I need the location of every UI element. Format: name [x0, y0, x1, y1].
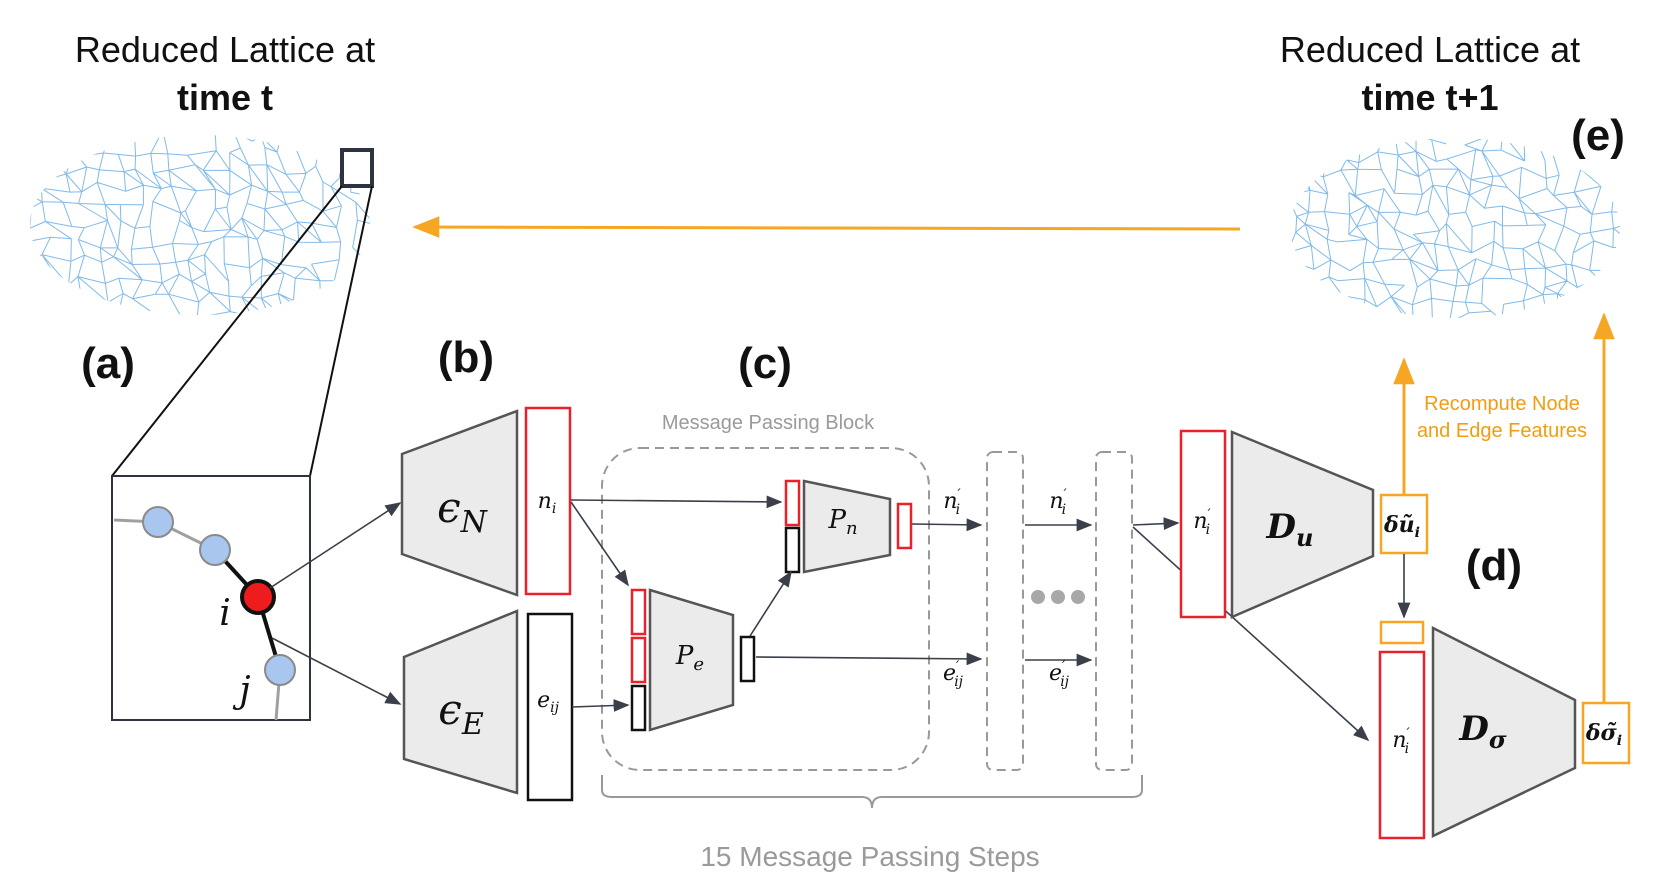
arrow-to-edge-encoder [271, 637, 402, 705]
recompute-label-line2: and Edge Features [1417, 420, 1587, 442]
edge-feature-label: eij [537, 688, 560, 716]
return-arrow [412, 216, 1241, 238]
lattice-mesh [30, 135, 370, 315]
node-encoder: ϵN [400, 409, 519, 597]
du-input-vector [1179, 429, 1227, 619]
lattice-mesh [1290, 138, 1620, 318]
panel-label-d: (d) [1466, 541, 1522, 590]
arrow-to-node-encoder [269, 502, 402, 589]
dsigma-input-label: n′i [1392, 726, 1410, 757]
steps-label: 15 Message Passing Steps [700, 841, 1039, 872]
arrow-pn-out [911, 518, 983, 532]
arrow-ni-to-pe [570, 501, 629, 587]
message-block-label: Message Passing Block [662, 412, 875, 434]
label-e-prime-1: e′ij [943, 659, 964, 690]
pe-output-edge [739, 635, 756, 683]
ellipsis-dot [1031, 590, 1045, 604]
zoom-line-right [309, 185, 373, 477]
step-column-2 [986, 451, 1024, 771]
node-encoder-label: ϵN [437, 483, 489, 540]
title-left-line1: Reduced Lattice at [75, 29, 375, 70]
ellipsis-dot [1051, 590, 1065, 604]
edge-encoder: ϵE [402, 609, 519, 795]
lattice-time-t-plus-1 [1290, 138, 1620, 318]
pe-input-node-j [630, 636, 647, 684]
title-left-line2: time t [177, 77, 273, 118]
arrow-to-dsigma-input [1132, 526, 1370, 742]
panel-label-a: (a) [81, 339, 135, 388]
steps-brace [601, 775, 1143, 809]
du-output-label: δũi [1383, 512, 1420, 541]
arrow-pe-to-pn [749, 570, 792, 637]
node-feature-vector [524, 406, 572, 596]
edge-processor-label: Pe [675, 641, 704, 675]
panel-label-b: (b) [438, 333, 494, 382]
edge-processor [648, 588, 735, 732]
zoom-box [340, 148, 374, 188]
arrow-eij-to-pe [571, 699, 630, 712]
title-right-line1: Reduced Lattice at [1280, 29, 1580, 70]
recompute-label-line1: Recompute Node [1424, 393, 1580, 415]
lattice-time-t [30, 135, 370, 315]
graph-node-j [264, 654, 296, 686]
pn-input-node [784, 479, 801, 527]
title-right-line2: time t+1 [1361, 77, 1498, 118]
arrow-to-du-input [1132, 517, 1180, 531]
graph-node-i [240, 579, 276, 615]
du-input-label: n′i [1193, 507, 1211, 538]
graph-node [142, 506, 174, 538]
dsigma-input-du [1379, 620, 1425, 645]
du-output [1379, 493, 1429, 555]
dsigma-input-vector [1378, 650, 1426, 840]
panel-label-c: (c) [738, 339, 792, 388]
stress-decoder-label: Dσ [1458, 709, 1506, 754]
dsigma-output [1581, 701, 1631, 765]
zoom-inset: i j [111, 475, 311, 721]
label-n-prime-2: n′i [1049, 487, 1067, 518]
ellipsis-dot [1071, 590, 1085, 604]
edge-encoder-label: ϵE [438, 685, 484, 742]
node-feature-label: ni [538, 489, 557, 517]
node-label-i: i [219, 593, 231, 634]
displacement-decoder-label: Du [1266, 507, 1314, 552]
pe-input-node-i [630, 588, 647, 636]
node-processor-label: Pn [827, 505, 857, 539]
zoom-line-left [111, 185, 343, 477]
pn-output-node [896, 502, 913, 550]
label-e-prime-2: e′ij [1049, 659, 1070, 690]
displacement-decoder [1230, 430, 1375, 619]
stress-decoder [1431, 625, 1577, 838]
node-processor [802, 479, 892, 574]
graph-node [199, 534, 231, 566]
message-passing-block [601, 447, 930, 771]
pe-input-edge [630, 684, 647, 732]
dsigma-output-label: δσ̃i [1585, 720, 1622, 749]
panel-label-e: (e) [1571, 111, 1625, 160]
label-n-prime-1: n′i [943, 487, 961, 518]
pn-input-edge [784, 526, 801, 574]
arrow-pe-out [755, 652, 983, 666]
step-column-n [1095, 451, 1133, 771]
arrow-ni-to-pn [570, 495, 783, 509]
edge-feature-vector [526, 612, 574, 802]
